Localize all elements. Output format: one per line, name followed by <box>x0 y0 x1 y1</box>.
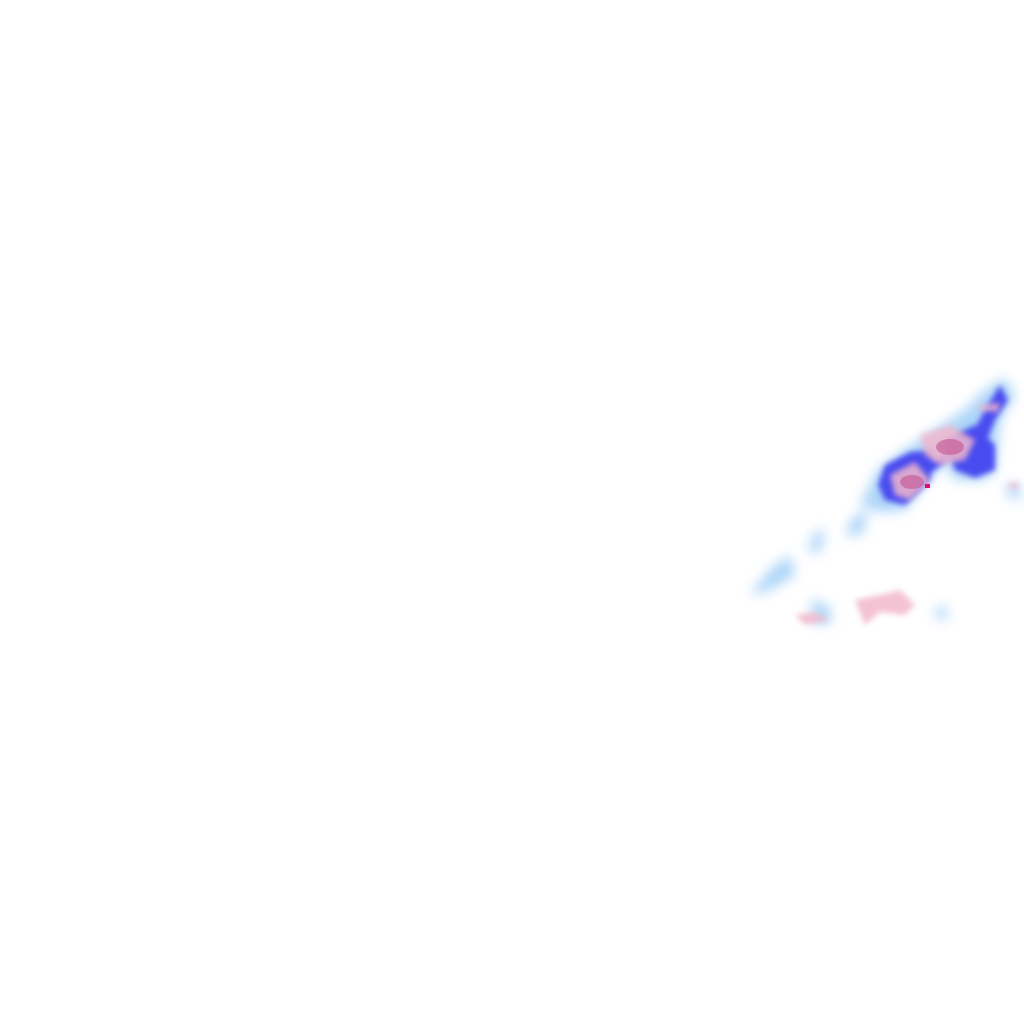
heavy-cells <box>900 439 964 489</box>
light-rain-areas <box>750 378 1020 625</box>
